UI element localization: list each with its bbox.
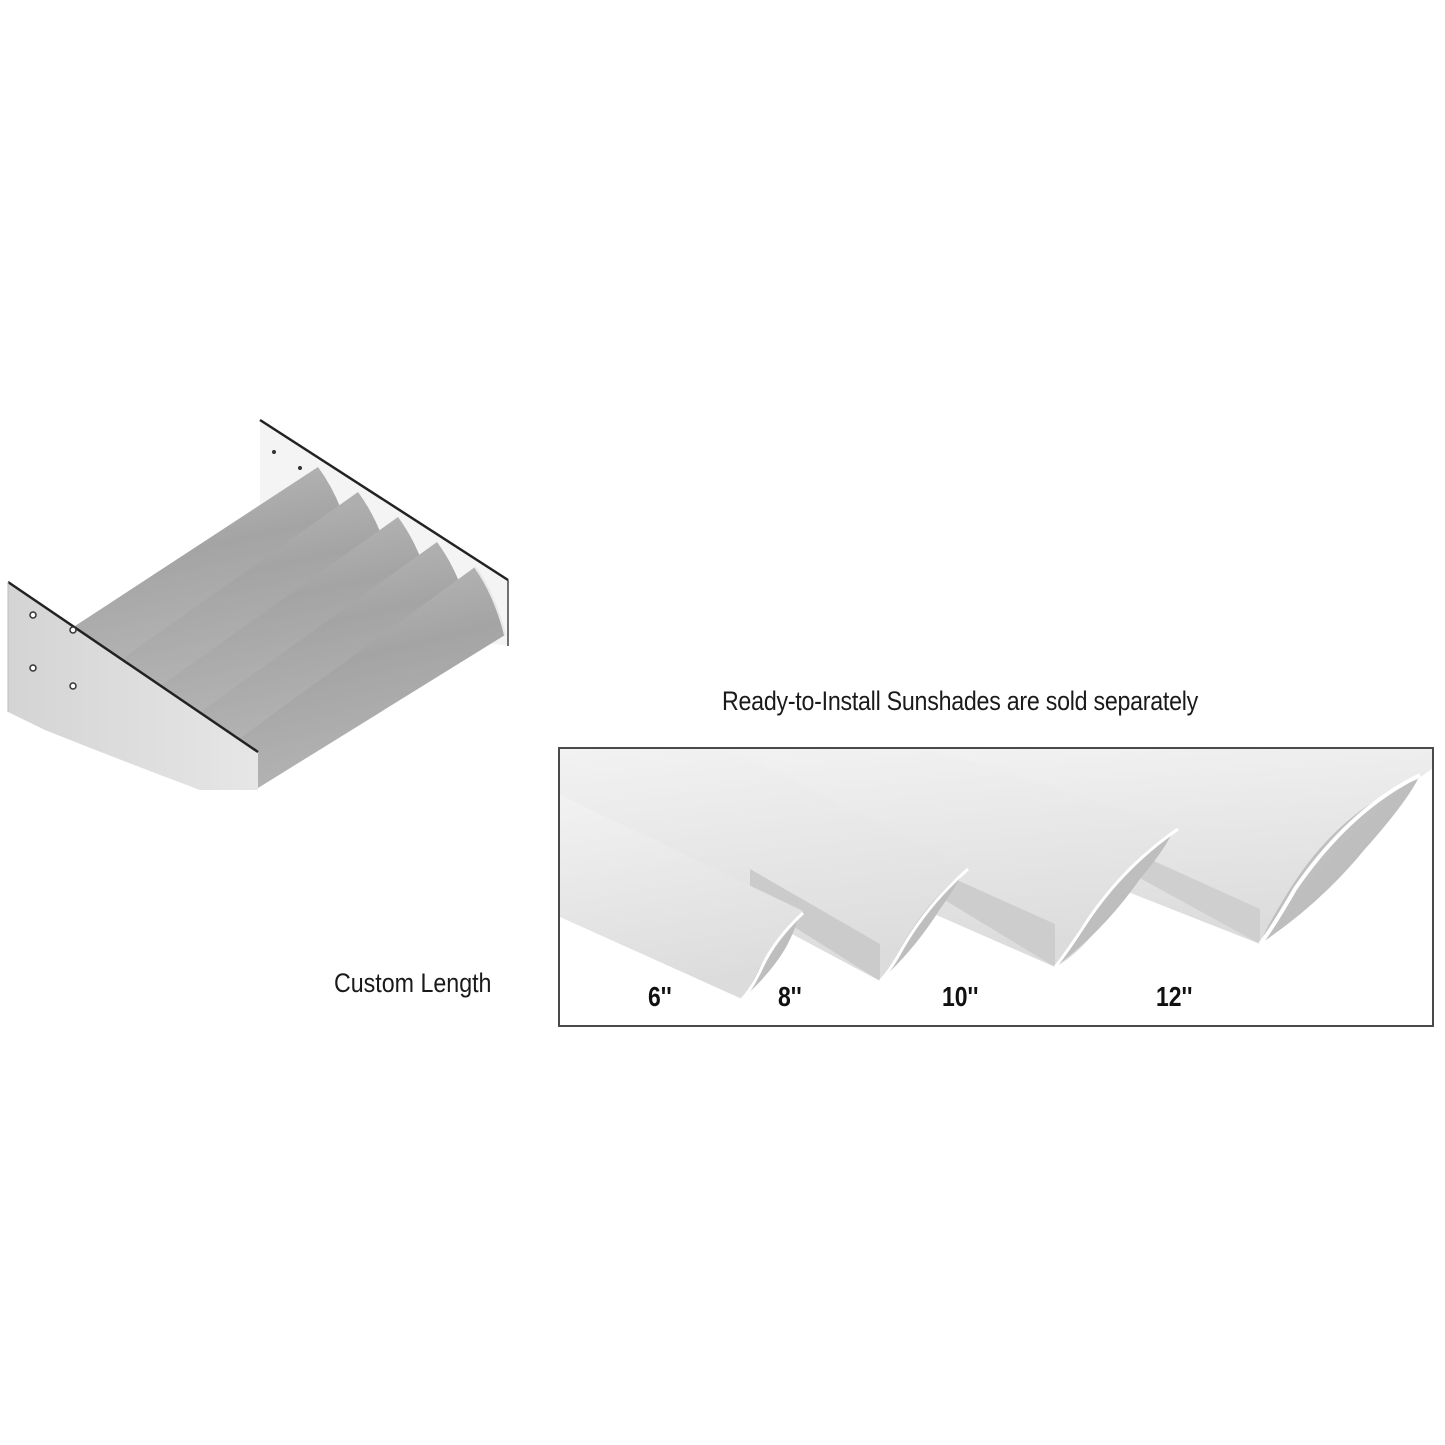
sold-separately-caption: Ready-to-Install Sunshades are sold sepa… <box>722 686 1199 716</box>
size-label-8: 8'' <box>778 981 802 1012</box>
blade-sizes-panel: 6'' 8'' 10'' 12'' <box>558 747 1434 1027</box>
blade <box>232 566 506 788</box>
size-label-10: 10'' <box>942 981 979 1012</box>
blade-profile-8 <box>560 749 969 983</box>
size-label-12: 12'' <box>1156 981 1193 1012</box>
custom-length-label: Custom Length <box>334 968 492 998</box>
front-bracket <box>7 580 259 790</box>
sunshade-assembly-illustration <box>7 418 509 790</box>
size-label-6: 6'' <box>648 981 672 1012</box>
blade-profile-6 <box>560 795 805 1001</box>
blade-profiles-illustration <box>560 749 1432 1001</box>
